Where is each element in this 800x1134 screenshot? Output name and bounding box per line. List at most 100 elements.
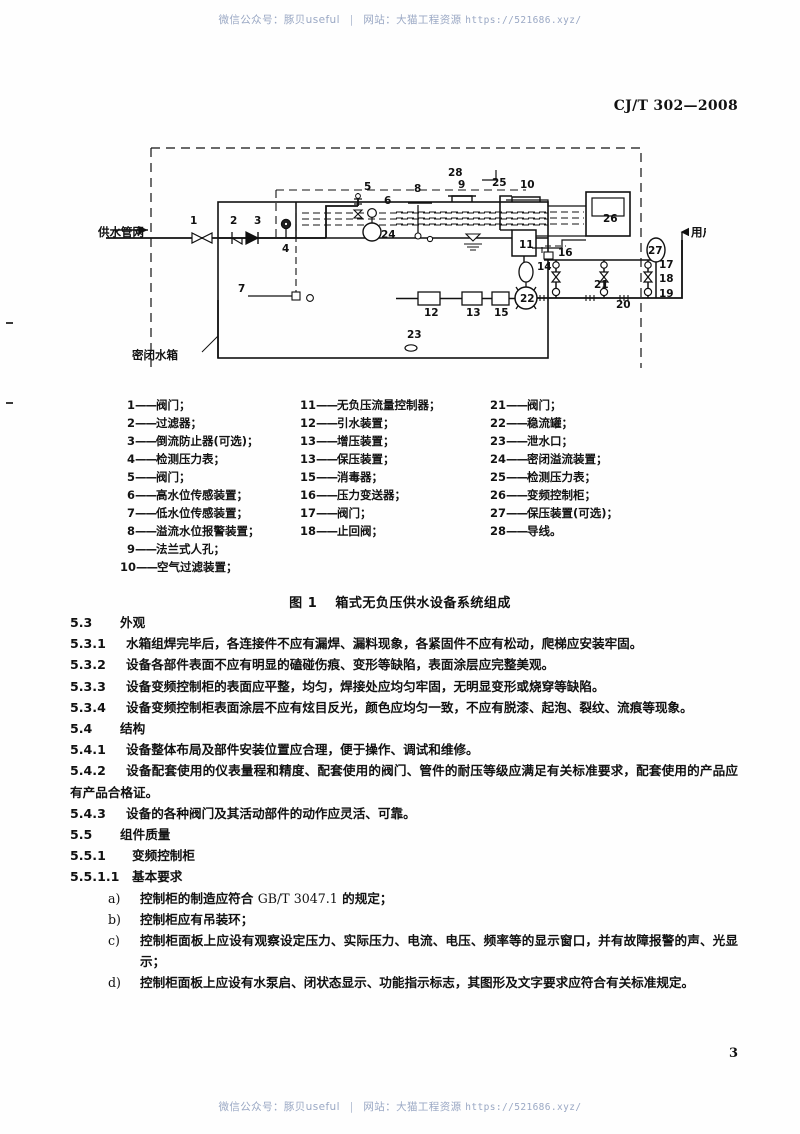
legend-item: 9——法兰式人孔； bbox=[120, 540, 300, 558]
callout-4: 4 bbox=[282, 243, 289, 255]
clause-number: 5.3 bbox=[70, 615, 93, 630]
callout-23: 23 bbox=[407, 329, 422, 341]
legend-item: 15——消毒器； bbox=[300, 470, 384, 484]
legend-item: 11——无负压流量控制器； bbox=[300, 398, 441, 412]
section-title: 变频控制柜 bbox=[132, 848, 195, 864]
legend-column-1: 1——阀门； 2——过滤器； 3——倒流防止器(可选)； 4——检测压力表； 5… bbox=[120, 396, 300, 576]
clause-number: 5.3.1 bbox=[70, 636, 106, 652]
clause-text: 设备的各种阀门及其活动部件的动作应灵活、可靠。 bbox=[126, 805, 416, 821]
legend-text: 引水装置； bbox=[337, 416, 395, 430]
watermark-site: 网站：大猫工程资源 bbox=[363, 14, 462, 26]
legend-number: 25 bbox=[490, 470, 507, 484]
clause-number: 5.5 bbox=[70, 827, 93, 843]
legend-number: 28 bbox=[490, 524, 507, 538]
figure-outlet-label: 用户管道 bbox=[690, 225, 706, 239]
list-text-pre: 控制柜的制造应符合 bbox=[140, 890, 258, 906]
section-heading-5-4: 5.4 结构 bbox=[70, 718, 738, 739]
callout-25: 25 bbox=[492, 177, 507, 189]
callout-28-label: 28 bbox=[448, 167, 463, 179]
watermark-url: https://521686.xyz/ bbox=[465, 15, 582, 26]
legend-item: 25——检测压力表； bbox=[490, 470, 597, 484]
legend-number: 21 bbox=[490, 398, 507, 412]
legend-text: 阀门； bbox=[156, 470, 191, 484]
list-text-post: 的规定； bbox=[337, 890, 393, 906]
legend-number: 3 bbox=[126, 434, 135, 448]
legend-number: 13 bbox=[300, 434, 317, 448]
legend-text: 导线。 bbox=[527, 524, 562, 538]
clause-number: 5.5.1 bbox=[70, 848, 106, 864]
section-title: 结构 bbox=[120, 721, 146, 737]
callout-10: 10 bbox=[520, 179, 535, 191]
legend-column-3: 21——阀门； 22——稳流罐； 23——泄水口； 24——密闭溢流装置； 25… bbox=[490, 396, 690, 576]
legend-item: 24——密闭溢流装置； bbox=[490, 452, 608, 466]
legend-item: 18——止回阀； bbox=[300, 524, 384, 538]
watermark-separator: | bbox=[349, 14, 354, 26]
callout-17: 17 bbox=[659, 259, 674, 271]
list-content: 控制柜面板上应设有观察设定压力、实际压力、电流、电压、频率等的显示窗口，并有故障… bbox=[140, 933, 738, 970]
legend-text: 低水位传感装置； bbox=[156, 506, 248, 520]
legend-text: 过滤器； bbox=[156, 416, 202, 430]
legend-text: 增压装置； bbox=[337, 434, 395, 448]
callout-1: 1 bbox=[190, 215, 197, 227]
legend-text: 溢流水位报警装置； bbox=[156, 524, 260, 538]
clause-number: 5.3.2 bbox=[70, 657, 106, 673]
legend-text: 阀门； bbox=[527, 398, 562, 412]
list-content: 控制柜应有吊装环； bbox=[140, 911, 254, 927]
callout-27: 27 bbox=[648, 245, 663, 257]
legend-number: 2 bbox=[126, 416, 135, 430]
list-item: d) 控制柜面板上应设有水泵启、闭状态显示、功能指示标志，其图形及文字要求应符合… bbox=[70, 972, 738, 993]
clause-text: 设备配套使用的仪表量程和精度、配套使用的阀门、管件的耐压等级应满足有关标准要求，… bbox=[70, 763, 738, 800]
clause-text: 设备整体布局及部件安装位置应合理，便于操作、调试和维修。 bbox=[126, 742, 479, 758]
clause-text: 设备变频控制柜表面涂层不应有炫目反光，颜色应均匀一致，不应有脱漆、起泡、裂纹、流… bbox=[126, 699, 693, 715]
page-number: 3 bbox=[728, 1046, 738, 1061]
clause-number: 5.4.1 bbox=[70, 742, 106, 758]
callout-20: 20 bbox=[616, 299, 631, 311]
legend-item: 16——压力变送器； bbox=[300, 488, 407, 502]
watermark-site: 网站：大猫工程资源 bbox=[363, 1101, 462, 1113]
callout-13: 13 bbox=[466, 307, 481, 319]
legend-number: 23 bbox=[490, 434, 507, 448]
legend-number: 10 bbox=[120, 560, 137, 574]
legend-item: 17——阀门； bbox=[300, 506, 372, 520]
legend-text: 阀门； bbox=[156, 398, 191, 412]
legend-text: 保压装置(可选)； bbox=[527, 506, 619, 520]
list-item: c) 控制柜面板上应设有观察设定压力、实际压力、电流、电压、频率等的显示窗口，并… bbox=[70, 930, 738, 972]
section-title: 基本要求 bbox=[132, 869, 183, 885]
callout-11: 11 bbox=[519, 239, 534, 251]
legend-number: 27 bbox=[490, 506, 507, 520]
watermark-separator: | bbox=[349, 1101, 354, 1113]
callout-16: 16 bbox=[558, 247, 573, 259]
legend-text: 检测压力表； bbox=[156, 452, 225, 466]
legend-number: 7 bbox=[126, 506, 135, 520]
legend-number: 1 bbox=[126, 398, 135, 412]
legend-text: 泄水口； bbox=[527, 434, 574, 448]
clause-number: 5.4 bbox=[70, 721, 93, 737]
legend-text: 保压装置； bbox=[337, 452, 395, 466]
watermark-prefix: 微信公众号：豚贝useful bbox=[218, 14, 340, 26]
legend-item: 27——保压装置(可选)； bbox=[490, 506, 619, 520]
legend-item: 2——过滤器； bbox=[120, 414, 300, 432]
legend-text: 检测压力表； bbox=[527, 470, 597, 484]
callout-8: 8 bbox=[414, 183, 421, 195]
legend-number: 6 bbox=[126, 488, 135, 502]
callout-26: 26 bbox=[603, 213, 618, 225]
list-item: b) 控制柜应有吊装环； bbox=[70, 909, 738, 930]
figure-caption-title: 箱式无负压供水设备系统组成 bbox=[335, 596, 511, 611]
legend-text: 消毒器； bbox=[337, 470, 384, 484]
legend-number: 18 bbox=[300, 524, 317, 538]
legend-number: 26 bbox=[490, 488, 507, 502]
list-content: 控制柜的制造应符合 GB/T 3047.1 的规定； bbox=[140, 888, 738, 909]
clause-number: 5.3.4 bbox=[70, 699, 106, 715]
callout-22: 22 bbox=[520, 293, 535, 305]
legend-text: 法兰式人孔； bbox=[156, 542, 225, 556]
legend-item: 10——空气过滤装置； bbox=[120, 560, 238, 574]
clause-text: 设备各部件表面不应有明显的磕碰伤痕、变形等缺陷，表面涂层应完整美观。 bbox=[126, 657, 555, 673]
legend-number: 17 bbox=[300, 506, 317, 520]
legend-item: 7——低水位传感装置； bbox=[120, 504, 300, 522]
legend-item: 8——溢流水位报警装置； bbox=[120, 522, 300, 540]
legend-text: 倒流防止器(可选)； bbox=[156, 434, 259, 448]
